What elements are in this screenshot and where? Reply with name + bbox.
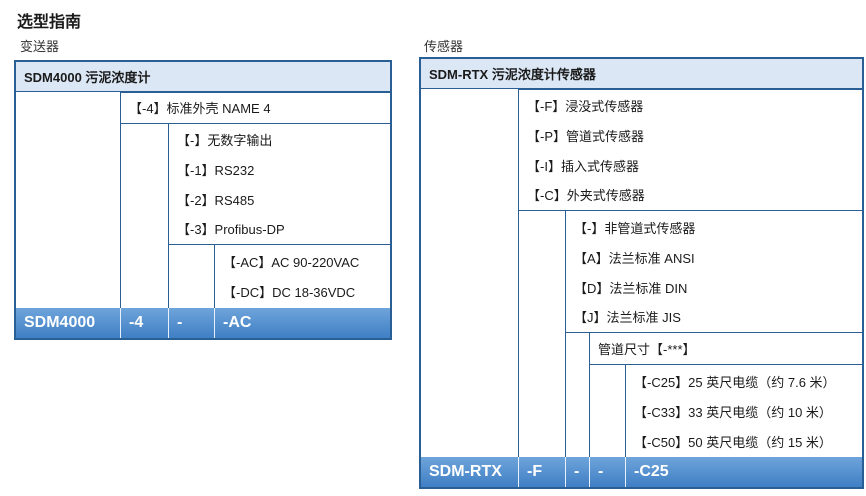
code-segment: -4 xyxy=(120,308,168,338)
tree-line xyxy=(589,364,862,365)
transmitter-header: SDM4000 污泥浓度计 xyxy=(16,62,390,92)
option-output: 【-2】RS485 xyxy=(177,192,255,208)
option-cable: 【-C50】50 英尺电缆（约 15 米） xyxy=(634,434,832,450)
page-title: 选型指南 xyxy=(17,14,82,31)
tree-line xyxy=(120,123,390,124)
tree-line xyxy=(518,89,519,457)
transmitter-order-code-bar: SDM4000 -4 - -AC xyxy=(16,308,390,338)
option-power: 【-AC】AC 90-220VAC xyxy=(223,254,360,270)
option-power: 【-DC】DC 18-36VDC xyxy=(223,284,356,300)
code-segment: - xyxy=(168,308,214,338)
tree-line xyxy=(120,92,121,308)
tree-line xyxy=(120,92,390,93)
option-flange: 【J】法兰标准 JIS xyxy=(574,310,681,325)
tree-line xyxy=(565,332,862,333)
tree-line xyxy=(589,332,590,457)
sensor-guide-table: SDM-RTX 污泥浓度计传感器 【-F】浸没式传感器 【-P】管道式传感器 【… xyxy=(419,57,864,489)
option-cable: 【-C33】33 英尺电缆（约 10 米） xyxy=(634,404,832,420)
tree-line xyxy=(214,244,215,308)
code-segment: -AC xyxy=(214,308,390,338)
option-output: 【-】无数字输出 xyxy=(177,132,273,148)
tree-line xyxy=(518,210,862,211)
tree-line xyxy=(168,244,390,245)
option-sensor-type: 【-P】管道式传感器 xyxy=(527,128,645,144)
sensor-subtitle: 传感器 xyxy=(424,39,464,54)
tree-line xyxy=(565,210,566,457)
code-segment: SDM-RTX xyxy=(429,463,502,480)
option-sensor-type: 【-I】插入式传感器 xyxy=(527,158,639,174)
sensor-order-code-bar: SDM-RTX -F - - -C25 xyxy=(421,457,862,487)
code-segment: -C25 xyxy=(625,457,862,487)
option-sensor-type: 【-F】浸没式传感器 xyxy=(527,98,644,114)
code-segment: - xyxy=(565,457,589,487)
tree-line xyxy=(168,123,169,308)
code-segment: -F xyxy=(518,457,565,487)
tree-line xyxy=(518,89,862,90)
option-pipe-size: 管道尺寸【-***】 xyxy=(598,341,696,357)
transmitter-subtitle: 变送器 xyxy=(20,39,60,54)
option-cable: 【-C25】25 英尺电缆（约 7.6 米） xyxy=(634,374,836,390)
tree-line xyxy=(625,364,626,457)
option-output: 【-1】RS232 xyxy=(177,162,255,178)
option-flange: 【-】非管道式传感器 xyxy=(574,220,696,236)
option-flange: 【A】法兰标准 ANSI xyxy=(574,250,695,266)
sensor-header: SDM-RTX 污泥浓度计传感器 xyxy=(421,59,862,89)
option-output: 【-3】Profibus-DP xyxy=(177,222,285,237)
option-flange: 【D】法兰标准 DIN xyxy=(574,280,688,296)
option-sensor-type: 【-C】外夹式传感器 xyxy=(527,188,645,203)
transmitter-guide-table: SDM4000 污泥浓度计 【-4】标准外壳 NAME 4 【-】无数字输出 【… xyxy=(14,60,392,340)
option-housing: 【-4】标准外壳 NAME 4 xyxy=(129,101,271,116)
code-segment: SDM4000 xyxy=(24,314,96,331)
code-segment: - xyxy=(589,457,625,487)
